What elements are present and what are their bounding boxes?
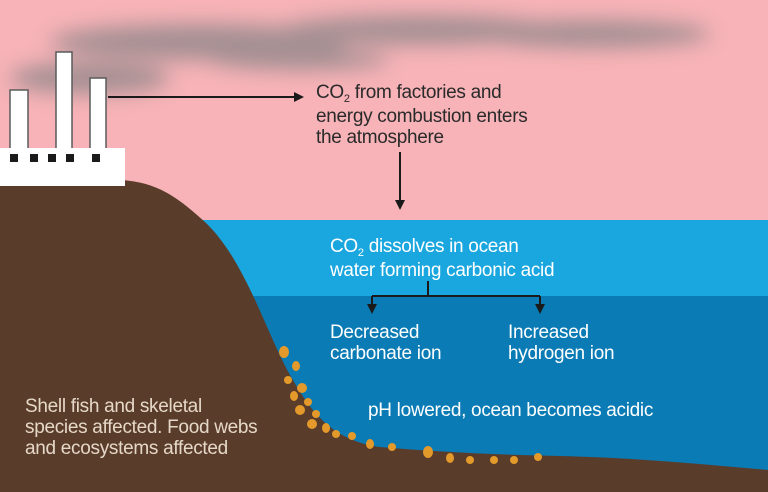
ph-label: pH lowered, ocean becomes acidic	[368, 400, 654, 421]
co2-atmosphere-label: CO2 from factories and energy combustion…	[316, 82, 528, 148]
ocean-surface	[190, 220, 768, 300]
co2-dissolves-label: CO2 dissolves in ocean water forming car…	[330, 236, 555, 281]
carbonate-label: Decreased carbonate ion	[330, 322, 442, 364]
split-arrow	[367, 281, 545, 314]
shells	[279, 346, 542, 464]
smokestack-icon	[89, 77, 107, 153]
factory-building	[0, 148, 125, 186]
shellfish-label: Shell fish and skeletal species affected…	[25, 396, 258, 459]
factory-icon	[0, 51, 125, 186]
hydrogen-label: Increased hydrogen ion	[508, 322, 615, 364]
land	[0, 180, 768, 492]
smoke-cloud	[10, 15, 710, 94]
smokestack-icon	[9, 89, 29, 153]
smokestack-icon	[55, 51, 73, 153]
